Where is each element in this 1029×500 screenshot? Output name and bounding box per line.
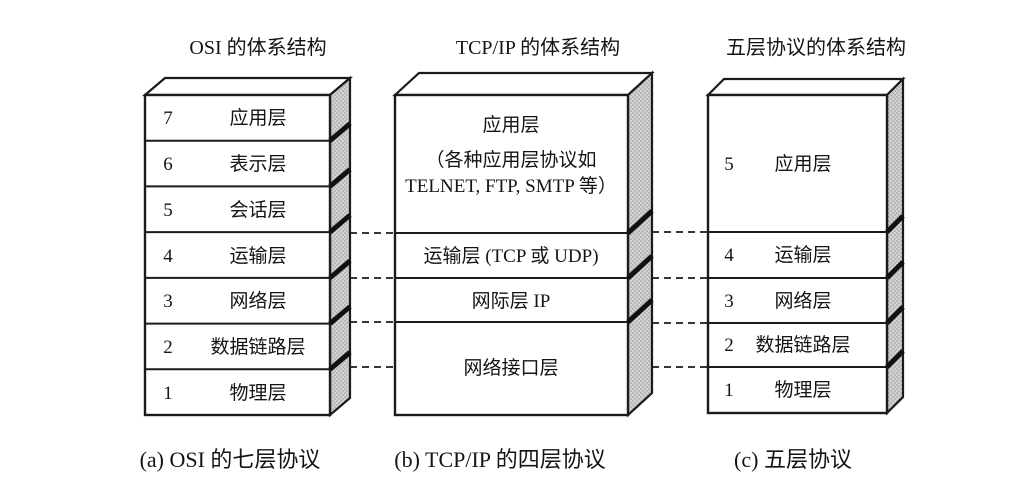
osi-layer-name-5: 会话层 bbox=[229, 199, 286, 221]
tcpip-layer-edge-mark bbox=[626, 254, 654, 280]
fivelayer-column: 五层协议的体系结构 5 应用层 4 运输层 3 网络层 2 数据链路层 1 物理… bbox=[705, 36, 906, 472]
fivelayer-name-5: 应用层 bbox=[774, 153, 831, 175]
tcpip-layer-edge-mark bbox=[626, 298, 654, 324]
fivelayer-layer-edge-mark bbox=[885, 260, 905, 280]
fivelayer-layer-edge-mark bbox=[885, 214, 905, 234]
osi-layer-edge-mark bbox=[328, 121, 352, 143]
osi-box-top-face bbox=[142, 76, 353, 97]
tcpip-box-front-face bbox=[393, 93, 630, 417]
caption-a: (a) OSI 的七层协议 bbox=[140, 447, 321, 472]
fivelayer-layer-edge-mark bbox=[885, 349, 905, 369]
osi-layer-edge-mark bbox=[328, 167, 352, 189]
tcpip-transport-layer-label: 运输层 (TCP 或 UDP) bbox=[423, 245, 598, 267]
fivelayer-box-top-face bbox=[705, 77, 906, 97]
osi-layer-name-1: 物理层 bbox=[229, 382, 286, 404]
tcpip-box-side-face bbox=[626, 70, 654, 418]
fivelayer-name-2: 数据链路层 bbox=[755, 334, 850, 356]
tcpip-box-top-face bbox=[392, 71, 655, 97]
fivelayer-number-2: 2 bbox=[724, 335, 734, 356]
osi-layer-number-5: 5 bbox=[163, 200, 173, 221]
fivelayer-number-5: 5 bbox=[724, 154, 734, 175]
caption-c: (c) 五层协议 bbox=[734, 447, 852, 472]
osi-layer-number-3: 3 bbox=[163, 291, 173, 312]
tcpip-title: TCP/IP 的体系结构 bbox=[456, 36, 620, 59]
fivelayer-box-front-face bbox=[706, 93, 889, 415]
osi-layer-edge-mark bbox=[328, 258, 352, 280]
osi-layer-name-2: 数据链路层 bbox=[210, 336, 305, 358]
osi-layer-edge-mark bbox=[328, 213, 352, 235]
tcpip-network-interface-layer-label: 网络接口层 bbox=[463, 357, 558, 379]
tcpip-internet-layer-label: 网际层 IP bbox=[472, 290, 551, 312]
tcpip-app-layer-line2: （各种应用层协议如 bbox=[425, 149, 596, 171]
fivelayer-name-4: 运输层 bbox=[774, 244, 831, 266]
fivelayer-number-3: 3 bbox=[724, 291, 734, 312]
fivelayer-number-4: 4 bbox=[724, 245, 734, 266]
osi-title: OSI 的体系结构 bbox=[189, 36, 326, 59]
osi-layer-name-3: 网络层 bbox=[229, 290, 286, 312]
osi-layer-edge-mark bbox=[328, 350, 352, 372]
osi-layer-name-4: 运输层 bbox=[229, 245, 286, 267]
osi-layer-number-1: 1 bbox=[163, 383, 173, 404]
connectors-tcpip-fivelayer bbox=[652, 231, 708, 368]
fivelayer-number-1: 1 bbox=[724, 380, 734, 401]
osi-layer-number-4: 4 bbox=[163, 246, 173, 267]
tcpip-app-layer-line3: TELNET, FTP, SMTP 等） bbox=[405, 175, 617, 197]
osi-layer-number-7: 7 bbox=[163, 108, 173, 129]
caption-b: (b) TCP/IP 的四层协议 bbox=[394, 447, 605, 472]
connectors-osi-tcpip bbox=[350, 232, 395, 368]
osi-layer-number-6: 6 bbox=[163, 154, 173, 175]
osi-layer-name-6: 表示层 bbox=[229, 153, 286, 175]
osi-box-front-face bbox=[143, 93, 332, 417]
tcpip-column: TCP/IP 的体系结构 应用层 （各种应用层协议如 TELNET, FTP, … bbox=[392, 36, 655, 472]
fivelayer-name-1: 物理层 bbox=[774, 379, 831, 401]
osi-layer-edge-mark bbox=[328, 304, 352, 326]
tcpip-app-layer-line1: 应用层 bbox=[482, 114, 539, 136]
osi-layer-name-7: 应用层 bbox=[229, 107, 286, 129]
fivelayer-name-3: 网络层 bbox=[774, 290, 831, 312]
fivelayer-title: 五层协议的体系结构 bbox=[726, 36, 906, 59]
fivelayer-layer-edge-mark bbox=[885, 305, 905, 325]
tcpip-layer-edge-mark bbox=[626, 209, 654, 235]
osi-column: OSI 的体系结构 7 应用层 6 表示层 5 会话层 4 运输层 3 网络层 … bbox=[140, 36, 353, 472]
osi-layer-number-2: 2 bbox=[163, 337, 173, 358]
